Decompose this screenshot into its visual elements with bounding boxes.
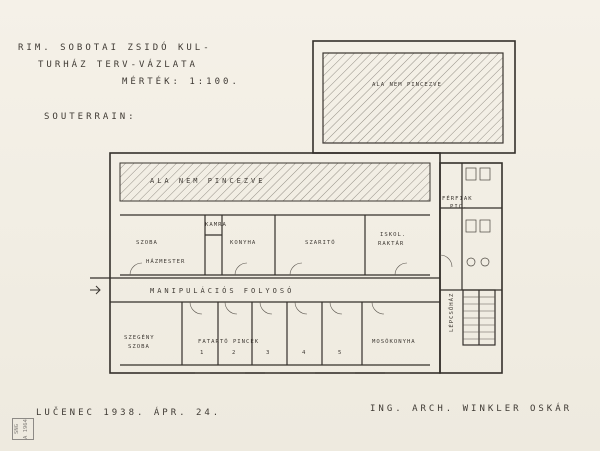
cell-number-2: 2	[232, 350, 237, 356]
author-signature: ING. ARCH. WINKLER OSKÁR	[370, 404, 573, 414]
interior-walls	[90, 163, 502, 366]
room-lepcsohaz: LÉPCSŐHÁZ	[449, 292, 455, 332]
room-fatarto: FATARTÓ PINCÉK	[198, 339, 260, 345]
room-iskolai-1: ISKOL.	[380, 232, 407, 238]
title-line-1: RIM. SOBOTAI ZSIDÓ KUL-	[18, 43, 212, 53]
stamp-line-1: SNG	[14, 424, 20, 434]
stamp-line-2: A 1964	[23, 419, 29, 439]
cell-number-3: 3	[266, 350, 271, 356]
room-ferfi-2: PIC.	[450, 204, 468, 210]
room-iskolai-2: RAKTÁR	[378, 241, 405, 247]
collection-stamp: SNG A 1964	[12, 418, 34, 440]
floor-label: SOUTERRAIN:	[44, 112, 137, 122]
title-line-2: TURHÁZ TERV-VÁZLATA	[38, 60, 198, 70]
scale-label: MÉRTÉK: 1:100.	[122, 77, 240, 87]
unexcavated-strip-label: ALA NEM PINCEZVE	[150, 177, 266, 185]
cell-number-1: 1	[200, 350, 205, 356]
cell-number-4: 4	[302, 350, 307, 356]
stair-treads	[463, 296, 495, 340]
room-ferfi-1: FÉRFIAK	[442, 196, 473, 202]
room-konyha: KONYHA	[230, 240, 257, 246]
door-swings	[129, 254, 453, 315]
unexcavated-top-label: ALA NEM PINCEZVE	[372, 82, 442, 88]
room-szoba: SZOBA	[136, 240, 158, 246]
room-hazmester: HÁZMESTER	[146, 259, 186, 265]
room-szeneny-1: SZEGÉNY	[124, 335, 155, 341]
entry-arrow	[90, 285, 101, 295]
place-date: LUČENEC 1938. ÁPR. 24.	[36, 408, 222, 418]
room-szarito: SZARITÓ	[305, 240, 336, 246]
cell-number-5: 5	[338, 350, 343, 356]
room-mosokonyha: MOSÓKONYHA	[372, 339, 416, 345]
unexcavated-strip-hatch	[119, 162, 431, 202]
room-szeneny-2: SZOBA	[128, 344, 150, 350]
room-kamra: KAMRA	[205, 222, 227, 228]
corridor-label: MANIPULÁCIÓS FOLYOSÓ	[150, 287, 295, 295]
unexcavated-block-hatch	[322, 52, 504, 144]
wc-fixtures	[465, 167, 491, 267]
